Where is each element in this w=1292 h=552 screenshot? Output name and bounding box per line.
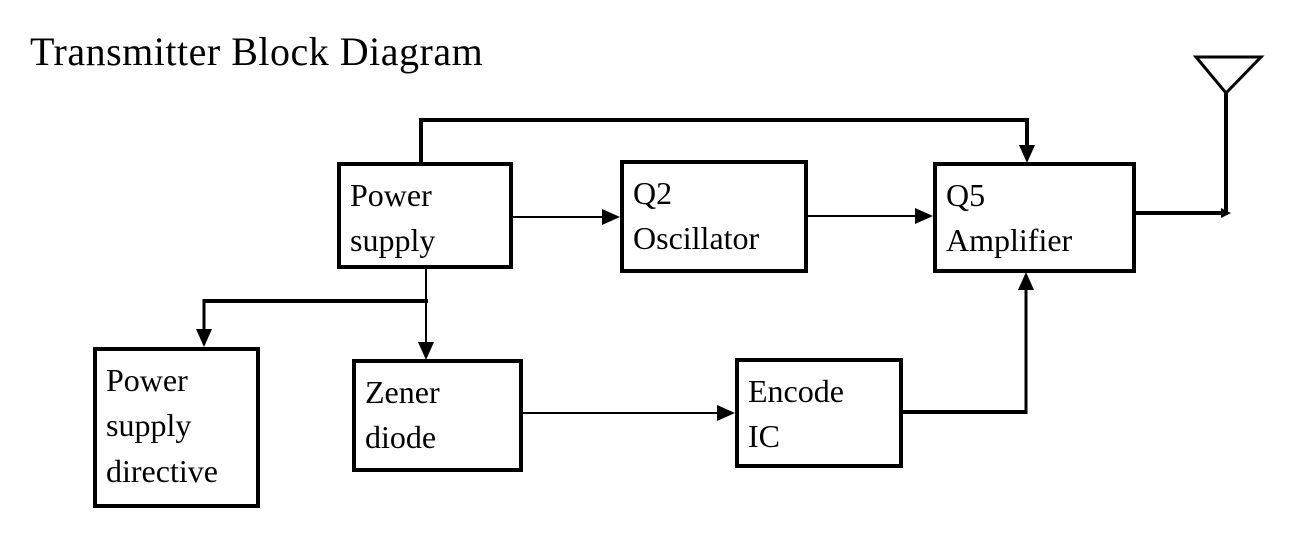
arrowhead-at-antenna-lead (1221, 208, 1231, 218)
node-power-supply: Power supply (337, 162, 513, 269)
antenna-icon (1192, 55, 1265, 215)
arrowhead-into-encode (717, 405, 735, 421)
node-zener-diode: Zener diode (352, 359, 523, 472)
node-q2-oscillator: Q2 Oscillator (620, 160, 808, 273)
arrowhead-into-q5-top (1019, 145, 1035, 163)
page-title: Transmitter Block Diagram (30, 29, 484, 74)
arrowhead-into-q5-left (915, 208, 933, 224)
node-encode-ic: Encode IC (735, 358, 903, 468)
arrowhead-into-zener (418, 342, 434, 360)
node-power-supply-directive: Power supply directive (93, 347, 260, 508)
arrowhead-into-q2 (602, 209, 620, 225)
connector-feedback-top (419, 118, 1029, 162)
antenna-triangle (1192, 55, 1265, 96)
arrowhead-into-directive (196, 329, 212, 347)
arrowhead-into-q5-bottom (1018, 272, 1034, 290)
node-q5-amplifier: Q5 Amplifier (933, 162, 1136, 273)
